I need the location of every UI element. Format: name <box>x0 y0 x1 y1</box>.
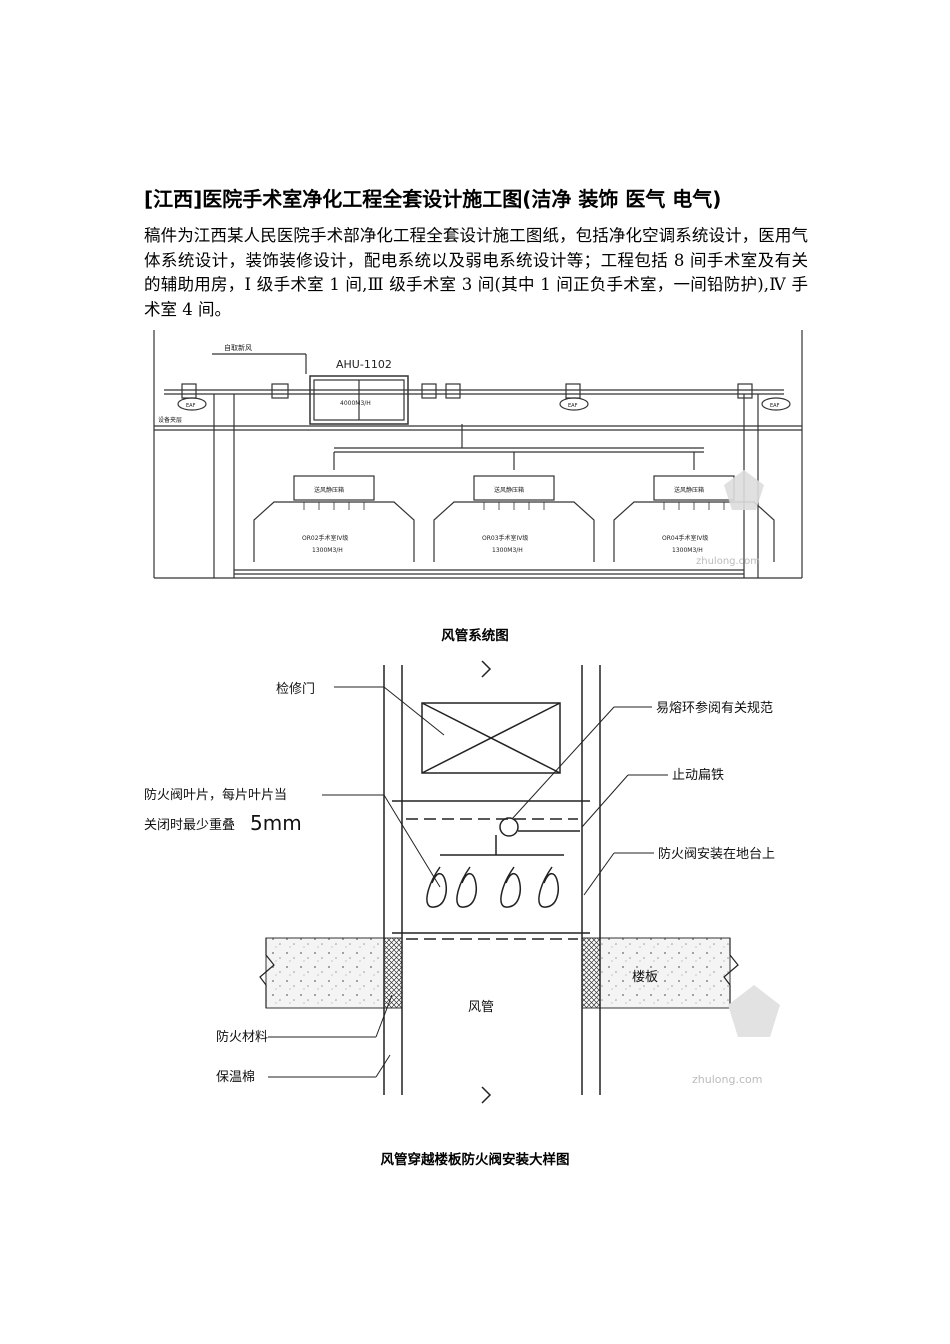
room-flow-1: 1300M3/H <box>312 547 343 554</box>
floor-label: 设备夹层 <box>158 416 182 424</box>
document-intro: 稿件为江西某人民医院手术部净化工程全套设计施工图纸，包括净化空调系统设计，医用气… <box>144 226 808 319</box>
ahu-label: AHU-1102 <box>336 358 392 371</box>
room-flow-3: 1300M3/H <box>672 547 703 554</box>
label-access-door: 检修门 <box>276 682 315 697</box>
label-fusible-link: 易熔环参阅有关规范 <box>656 700 773 716</box>
label-blade-line2: 关闭时最少重叠 <box>144 817 235 833</box>
static-box-label-3: 送风静压箱 <box>674 486 704 494</box>
room-name-3: OR04手术室IV级 <box>662 534 708 542</box>
eaf-label-3: EAF <box>770 403 780 409</box>
label-insulation: 保温棉 <box>216 1070 255 1085</box>
eaf-label-1: EAF <box>186 403 196 409</box>
figure2-caption: 风管穿越楼板防火阀安装大样图 <box>380 1152 570 1168</box>
eaf-label-2: EAF <box>568 403 578 409</box>
label-mounted: 防火阀安装在地台上 <box>658 846 775 862</box>
label-fire-material: 防火材料 <box>216 1029 268 1045</box>
duct-system-diagram: 自取新风 AHU-1102 4000M3/H EAF EAF EAF 设备夹层 … <box>153 330 803 579</box>
document-title: [江西]医院手术室净化工程全套设计施工图(洁净 装饰 医气 电气) <box>144 187 722 211</box>
fire-damper-detail: 检修门 易熔环参阅有关规范 止动扁铁 防火阀叶片，每片叶片当 关闭时最少重叠 5… <box>144 660 780 1104</box>
static-box-label-1: 送风静压箱 <box>314 486 344 494</box>
label-blade-line1: 防火阀叶片，每片叶片当 <box>144 787 287 803</box>
watermark-1: zhulong.com <box>696 556 760 567</box>
label-overlap-value: 5mm <box>250 811 302 835</box>
static-box-label-2: 送风静压箱 <box>494 486 524 494</box>
room-flow-2: 1300M3/H <box>492 547 523 554</box>
figure1-caption: 风管系统图 <box>441 628 509 644</box>
fresh-air-label: 自取新风 <box>224 343 252 352</box>
watermark-2: zhulong.com <box>692 1073 762 1086</box>
label-slab: 楼板 <box>632 970 658 985</box>
label-duct: 风管 <box>468 1000 494 1015</box>
room-name-1: OR02手术室IV级 <box>302 534 348 542</box>
ahu-flow: 4000M3/H <box>340 400 371 407</box>
label-stop-bar: 止动扁铁 <box>672 768 724 783</box>
room-name-2: OR03手术室IV级 <box>482 534 528 542</box>
